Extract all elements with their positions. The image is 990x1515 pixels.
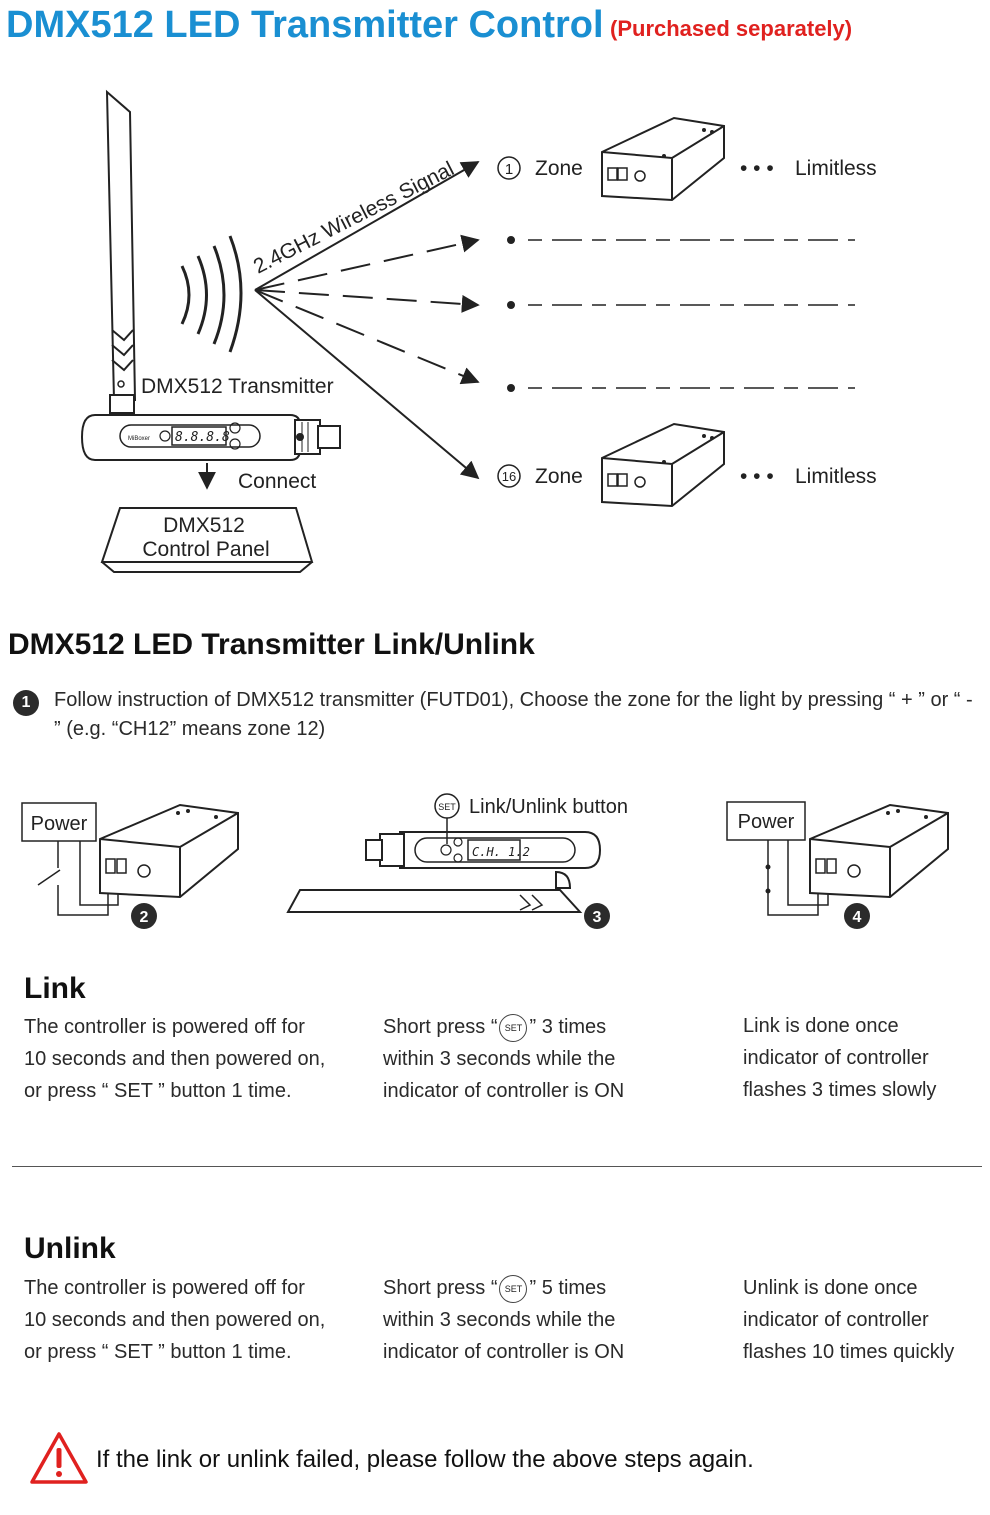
- unlink-col-2: Short press “SET” 5 times within 3 secon…: [383, 1272, 624, 1368]
- step-3-badge: [584, 903, 610, 929]
- link-col-2: Short press “SET” 3 times within 3 secon…: [383, 1011, 624, 1107]
- unlink-col-2-line: Short press “SET” 5 times: [383, 1272, 624, 1304]
- warning-icon: [30, 1432, 88, 1484]
- connect-label: Connect: [238, 470, 316, 493]
- unlink-col-3-line: flashes 10 times quickly: [743, 1341, 955, 1363]
- zone-1-dots: • • •: [740, 157, 774, 180]
- zone-1-limitless: Limitless: [795, 157, 877, 180]
- zone-16-number: 16: [502, 469, 516, 484]
- zone-placeholder-rows: [507, 236, 855, 392]
- transmitter-display-text: 8.8.8.8: [175, 430, 230, 445]
- controller-icon: [809, 803, 949, 899]
- zone-1-badge: [497, 156, 521, 180]
- power-box: [726, 801, 806, 841]
- zone-1-label: Zone: [535, 157, 583, 180]
- transmitter-diagram: 8.8.8.8 MiBoxer DMX512 Transmitter Conne…: [80, 89, 877, 573]
- transmitter-device-icon: [80, 414, 341, 461]
- power-box: [21, 802, 97, 842]
- link-col-1-line: 10 seconds and then powered on,: [24, 1048, 326, 1070]
- zone-16-badge: [497, 464, 521, 488]
- unlink-col-3-line: Unlink is done once: [743, 1277, 918, 1299]
- unlink-col-2-post: ” 5 times: [529, 1277, 607, 1299]
- unlink-col-1: The controller is powered off for 10 sec…: [24, 1272, 325, 1368]
- link-col-3-line: Link is done once: [743, 1015, 899, 1037]
- transmitter-label: DMX512 Transmitter: [141, 375, 334, 398]
- unlink-col-2-line: indicator of controller is ON: [383, 1341, 625, 1363]
- link-col-2-post: ” 3 times: [529, 1016, 607, 1038]
- unlink-col-2-line: within 3 seconds while the: [383, 1309, 616, 1331]
- link-col-2-line: indicator of controller is ON: [383, 1080, 625, 1102]
- step-4-number: 4: [853, 909, 862, 926]
- wireless-waves-icon: [180, 235, 243, 353]
- step-2-number: 2: [140, 909, 149, 926]
- link-col-2-line: Short press “SET” 3 times: [383, 1011, 624, 1043]
- unlink-col-3: Unlink is done once indicator of control…: [743, 1272, 954, 1368]
- page-title: DMX512 LED Transmitter Control: [6, 4, 604, 46]
- link-col-3-line: indicator of controller: [743, 1047, 929, 1069]
- zone-16-limitless: Limitless: [795, 465, 877, 488]
- antenna-icon: [105, 89, 137, 414]
- control-panel-line2: Control Panel: [142, 538, 269, 561]
- step-1-badge: 1: [13, 690, 39, 716]
- signal-rays: [254, 161, 480, 480]
- step-1-text: Follow instruction of DMX512 transmitter…: [54, 689, 973, 740]
- link-unlink-title: DMX512 LED Transmitter Link/Unlink: [8, 628, 535, 661]
- transmitter-device-icon: [286, 831, 602, 913]
- step-3-number: 3: [593, 909, 602, 926]
- purchased-separately-note: (Purchased separately): [610, 16, 853, 41]
- link-col-1: The controller is powered off for 10 sec…: [24, 1011, 325, 1107]
- step-2-badge: [131, 903, 157, 929]
- link-col-1-line: The controller is powered off for: [24, 1016, 305, 1038]
- unlink-col-1-line: or press “ SET ” button 1 time.: [24, 1341, 292, 1363]
- controller-icon: [99, 803, 239, 899]
- unlink-heading: Unlink: [24, 1232, 116, 1265]
- zone-16-label: Zone: [535, 465, 583, 488]
- unlink-col-1-line: 10 seconds and then powered on,: [24, 1309, 326, 1331]
- set-button-icon: SET: [499, 1013, 528, 1042]
- power-label-right: Power: [738, 811, 795, 833]
- controller-icon: [601, 116, 725, 202]
- link-col-2-line: within 3 seconds while the: [383, 1048, 616, 1070]
- link-unlink-button-label: Link/Unlink button: [469, 796, 628, 818]
- unlink-col-3-line: indicator of controller: [743, 1309, 929, 1331]
- transmitter-brand-text: MiBoxer: [128, 436, 150, 442]
- section-divider: [12, 1166, 982, 1167]
- link-col-1-line: or press “ SET ” button 1 time.: [24, 1080, 292, 1102]
- set-button-icon: SET: [499, 1274, 528, 1303]
- control-panel-icon: [100, 507, 314, 573]
- control-panel-line1: DMX512: [163, 514, 245, 537]
- set-button-label: SET: [438, 802, 456, 812]
- warning-text: If the link or unlink failed, please fol…: [96, 1446, 754, 1473]
- step-illustrations: Power 2 C.H. 1.2 SET Link/Unlink button …: [21, 793, 949, 929]
- zone-1-number: 1: [505, 161, 513, 178]
- link-col-2-pre: Short press “: [383, 1016, 498, 1038]
- zone-16-dots: • • •: [740, 465, 774, 488]
- link-col-3-line: flashes 3 times slowly: [743, 1079, 937, 1101]
- controller-icon: [601, 422, 725, 508]
- step-4-badge: [844, 903, 870, 929]
- wireless-signal-label: 2.4GHz Wireless Signal: [250, 157, 458, 278]
- unlink-col-2-pre: Short press “: [383, 1277, 498, 1299]
- link-col-3: Link is done once indicator of controlle…: [743, 1010, 936, 1106]
- transmitter-display-text: C.H. 1.2: [472, 845, 530, 859]
- power-label-left: Power: [31, 813, 88, 835]
- link-heading: Link: [24, 972, 86, 1005]
- unlink-col-1-line: The controller is powered off for: [24, 1277, 305, 1299]
